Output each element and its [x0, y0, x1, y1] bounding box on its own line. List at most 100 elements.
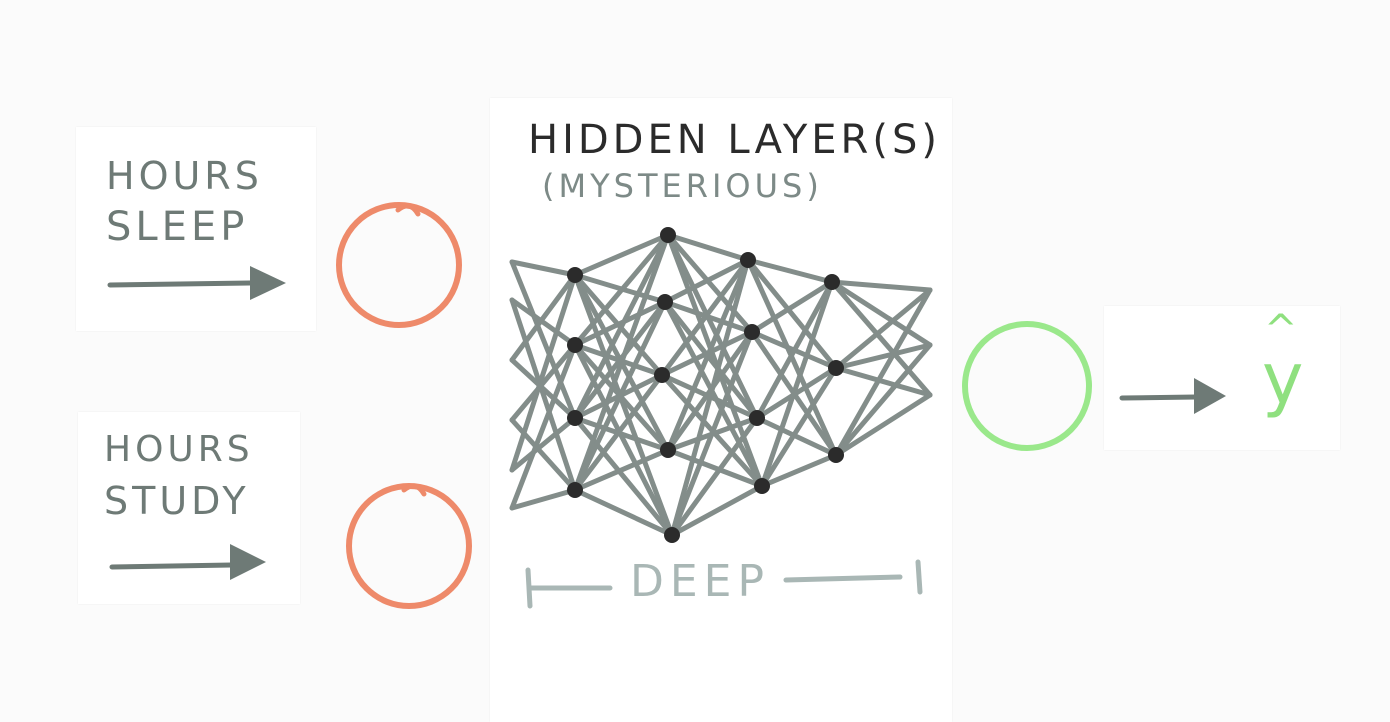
depth-label: DEEP	[630, 556, 771, 607]
circle-start-tick	[395, 203, 421, 217]
connection-line	[572, 447, 671, 493]
connection-line	[665, 232, 765, 489]
connection-line	[509, 342, 578, 423]
connection-line	[829, 279, 933, 293]
arrowhead-icon	[230, 544, 266, 580]
connection-line	[665, 447, 765, 489]
connection-line	[669, 257, 751, 538]
hidden-neuron	[660, 442, 676, 458]
input-card-study: HOURS STUDY	[78, 412, 300, 604]
connection-line	[572, 299, 668, 493]
connection-line	[745, 257, 835, 285]
connection-line	[572, 232, 671, 278]
connection-line	[829, 279, 933, 348]
input-study-line2: STUDY	[104, 479, 250, 523]
connection-line	[509, 487, 578, 511]
connection-line	[509, 415, 578, 473]
circle-start-tick	[401, 483, 427, 497]
input-sleep-line1: HOURS	[106, 154, 263, 198]
hidden-neuron	[664, 527, 680, 543]
connection-line	[754, 415, 839, 458]
hidden-neuron	[824, 274, 840, 290]
output-symbol: y	[1262, 338, 1304, 420]
connection-line	[833, 342, 933, 371]
connection-line	[572, 415, 671, 453]
network-nodes	[567, 227, 844, 543]
connection-line	[665, 232, 760, 421]
output-neuron	[962, 321, 1092, 451]
hidden-neuron	[567, 267, 583, 283]
connection-line	[833, 392, 933, 458]
connection-line	[572, 299, 668, 348]
input-sleep-line2: SLEEP	[106, 204, 249, 250]
input-study-line1: HOURS	[104, 429, 254, 470]
connection-line	[745, 257, 839, 371]
connection-line	[833, 365, 933, 398]
hidden-neuron	[660, 227, 676, 243]
hidden-neuron	[828, 447, 844, 463]
input-card-sleep: HOURS SLEEP	[76, 127, 316, 331]
network-connections	[509, 232, 933, 538]
arrowhead-icon	[250, 266, 286, 300]
connection-line	[572, 272, 675, 538]
connection-line	[572, 487, 675, 538]
connection-line	[669, 483, 765, 538]
hidden-neuron	[657, 294, 673, 310]
output-hat: ^	[1264, 307, 1302, 353]
connection-line	[669, 329, 755, 538]
input-neuron-sleep	[336, 202, 462, 328]
depth-bracket-right	[783, 559, 923, 595]
connection-line	[509, 272, 578, 473]
connection-line	[833, 342, 933, 458]
hidden-layer-subtitle: (MYSTERIOUS)	[542, 167, 823, 205]
depth-bracket-left	[525, 567, 613, 609]
connection-line	[665, 232, 755, 335]
connection-line	[759, 279, 835, 489]
hidden-neuron	[828, 360, 844, 376]
hidden-neuron	[567, 482, 583, 498]
connection-line	[572, 342, 675, 538]
connection-line	[509, 342, 578, 511]
hidden-neuron	[567, 410, 583, 426]
connection-line	[669, 415, 760, 538]
connection-line	[572, 372, 665, 493]
connection-line	[833, 287, 933, 458]
connection-line	[509, 357, 578, 421]
connection-line	[662, 257, 751, 305]
hidden-neuron	[744, 324, 760, 340]
connection-line	[509, 259, 578, 421]
connection-line	[665, 232, 751, 263]
connection-line	[509, 297, 578, 493]
connection-line	[662, 299, 755, 335]
arrow-right-icon	[109, 562, 235, 570]
connection-line	[665, 257, 751, 453]
arrow-right-icon	[1119, 394, 1199, 401]
hidden-layer-title: HIDDEN LAYER(S)	[528, 117, 941, 163]
connection-line	[572, 232, 671, 493]
hidden-neuron	[749, 410, 765, 426]
connection-line	[572, 232, 671, 348]
output-card: ^ y	[1104, 306, 1340, 450]
connection-line	[662, 299, 760, 421]
connection-line	[572, 415, 675, 538]
connection-line	[659, 257, 751, 378]
connection-line	[759, 365, 839, 489]
connection-line	[754, 279, 835, 421]
connection-line	[833, 287, 933, 371]
connection-line	[749, 279, 835, 335]
arrow-right-icon	[107, 280, 253, 288]
connection-line	[759, 452, 839, 489]
hidden-neuron	[740, 252, 756, 268]
connection-line	[509, 259, 578, 278]
hidden-neuron	[567, 337, 583, 353]
connection-line	[509, 297, 578, 348]
connection-line	[572, 232, 671, 421]
input-neuron-study	[346, 483, 472, 609]
arrowhead-icon	[1194, 378, 1226, 414]
hidden-neuron	[654, 367, 670, 383]
connection-line	[509, 272, 578, 363]
hidden-neuron	[754, 478, 770, 494]
connection-line	[829, 279, 933, 398]
